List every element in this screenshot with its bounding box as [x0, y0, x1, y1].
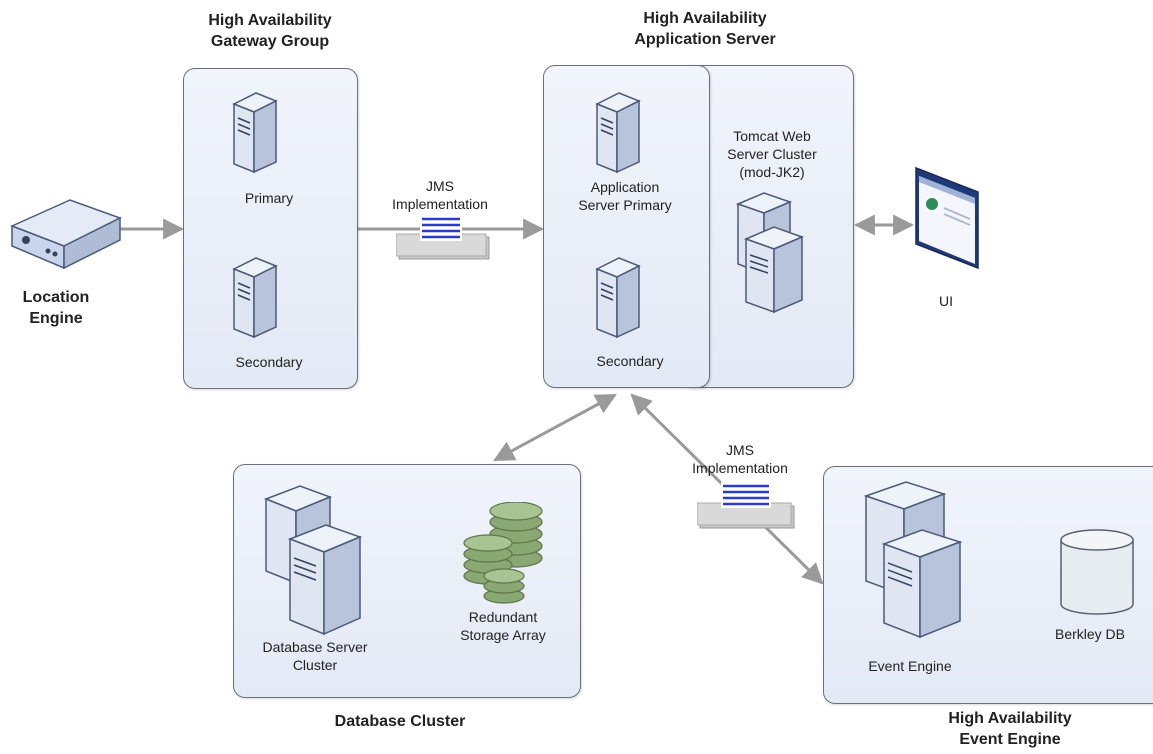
browser-window-icon: [915, 166, 979, 270]
server-tower-icon: [287, 524, 363, 636]
app-primary-label: Application Server Primary: [560, 178, 690, 214]
jms-bottom-label: JMS Implementation: [675, 441, 805, 477]
storage-label: Redundant Storage Array: [438, 608, 568, 644]
tomcat-label: Tomcat Web Server Cluster (mod-JK2): [712, 127, 832, 181]
server-tower-icon: [881, 529, 963, 639]
server-tower-icon: [232, 92, 278, 174]
appserver-database-arrow: [493, 393, 617, 462]
jms-bottom-line1: JMS: [726, 442, 754, 458]
gateway-title-line2: Gateway Group: [210, 33, 330, 50]
message-queue-icon: [396, 215, 490, 260]
tomcat-line2: Server Cluster: [727, 146, 817, 162]
event-title-line1: High Availability: [948, 710, 1072, 727]
app-secondary-label: Secondary: [596, 353, 664, 369]
server-tower-icon: [595, 92, 641, 174]
gateway-secondary-label: Secondary: [235, 354, 303, 370]
storage-line2: Storage Array: [460, 627, 546, 643]
ui-label: UI: [939, 293, 953, 309]
server-tower-icon: [232, 257, 278, 339]
location-title-line2: Engine: [29, 310, 83, 327]
db-server-line2: Cluster: [292, 657, 338, 673]
tomcat-line1: Tomcat Web: [733, 128, 811, 144]
tomcat-line3: (mod-JK2): [739, 164, 805, 180]
server-tower-icon: [743, 226, 805, 314]
jms-bottom-line2: Implementation: [692, 460, 788, 476]
disk-stack-icon: [463, 502, 543, 604]
storage-line1: Redundant: [468, 609, 538, 625]
jms-top-line1: JMS: [426, 178, 454, 194]
event-title-line2: Event Engine: [959, 731, 1061, 748]
location-engine-title: Location Engine: [0, 287, 112, 329]
message-queue-icon: [697, 482, 795, 529]
db-server-line1: Database Server: [262, 639, 368, 655]
event-engine-label: Event Engine: [868, 658, 952, 674]
jms-top-label: JMS Implementation: [375, 177, 505, 213]
application-server-title: High Availability Application Server: [590, 8, 820, 50]
berkley-db-label: Berkley DB: [1054, 626, 1126, 642]
location-title-line1: Location: [22, 289, 90, 306]
appserver-title-line1: High Availability: [643, 10, 767, 27]
network-device-icon: [10, 199, 122, 270]
gateway-title-line1: High Availability: [208, 12, 332, 29]
gateway-group-title: High Availability Gateway Group: [160, 10, 380, 52]
db-server-label: Database Server Cluster: [245, 638, 385, 674]
server-tower-icon: [595, 257, 641, 339]
app-primary-line1: Application: [590, 179, 660, 195]
gateway-primary-label: Primary: [244, 190, 294, 206]
app-primary-line2: Server Primary: [578, 197, 672, 213]
jms-top-line2: Implementation: [392, 196, 488, 212]
appserver-title-line2: Application Server: [634, 31, 776, 48]
database-cluster-title: Database Cluster: [334, 713, 466, 730]
event-engine-title: High Availability Event Engine: [905, 708, 1115, 750]
database-cylinder-icon: [1060, 529, 1134, 615]
